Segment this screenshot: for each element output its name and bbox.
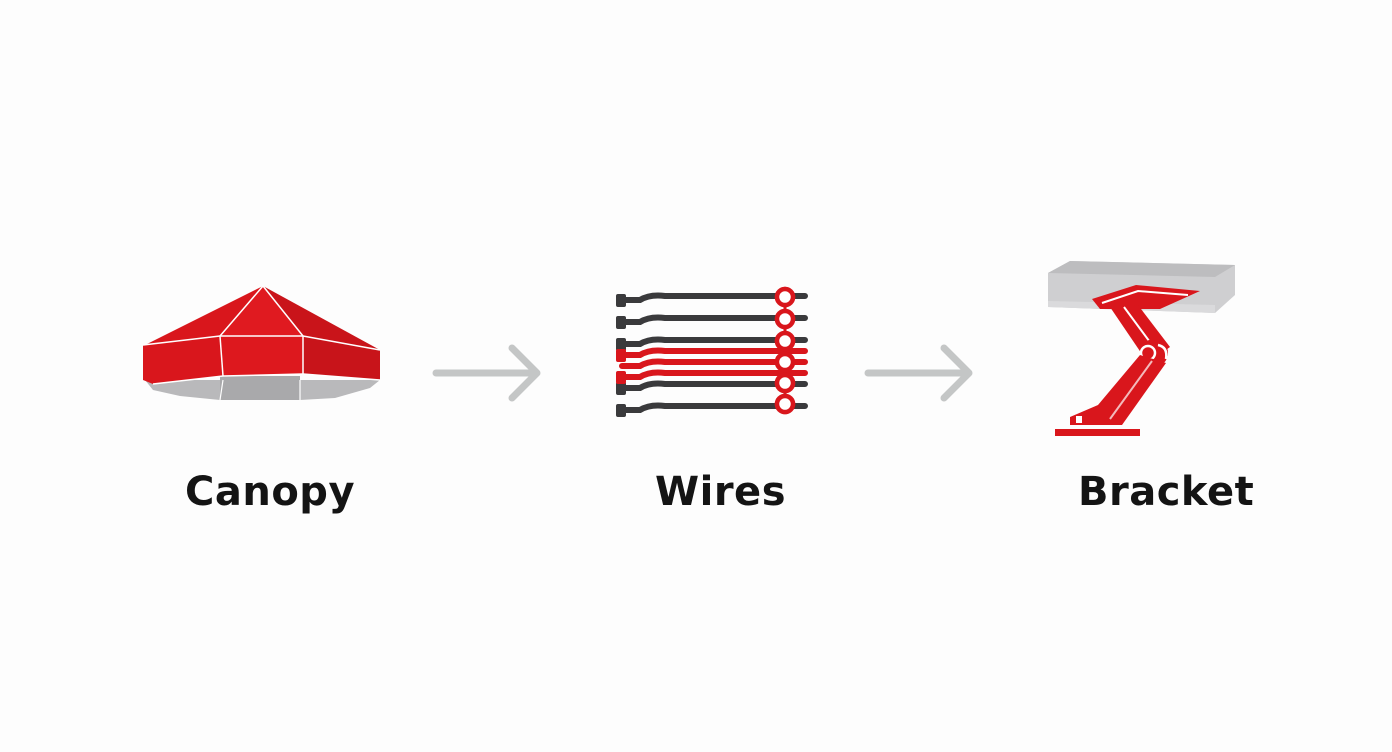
bracket-icon	[1040, 255, 1240, 445]
canopy-icon	[135, 280, 390, 410]
arrow-right-icon	[862, 342, 977, 404]
step-label-canopy: Canopy	[185, 469, 356, 515]
step-label-bracket: Bracket	[1078, 469, 1255, 515]
wires-icon	[610, 282, 815, 422]
arrow-right-icon	[430, 342, 545, 404]
step-label-wires: Wires	[655, 469, 786, 515]
